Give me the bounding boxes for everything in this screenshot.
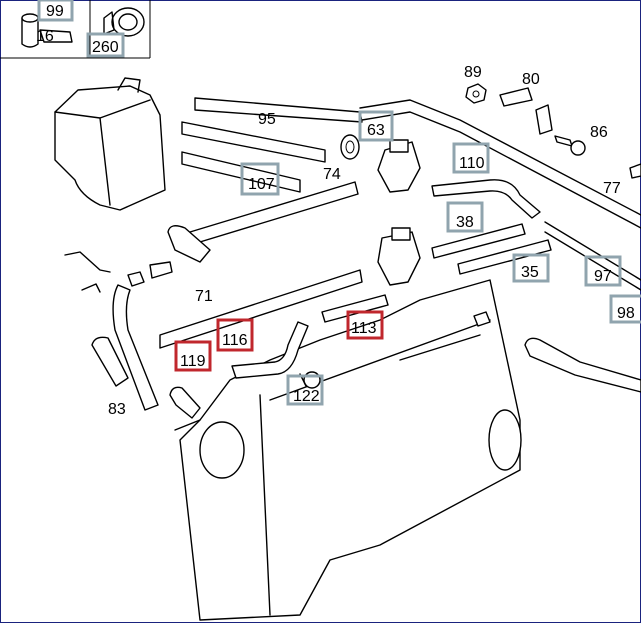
svg-text:98: 98 xyxy=(617,305,635,322)
valve-upper xyxy=(377,139,421,193)
callout-119[interactable]: 119 xyxy=(174,340,212,372)
bracket-80 xyxy=(535,104,553,135)
valve-lower xyxy=(377,227,421,286)
svg-text:113: 113 xyxy=(351,320,377,337)
hose-95 xyxy=(194,97,363,123)
svg-text:116: 116 xyxy=(222,332,248,349)
pipe-77 xyxy=(629,163,641,179)
label-74: 74 xyxy=(323,166,341,183)
nut-89 xyxy=(465,83,487,104)
callout-99[interactable]: 99 xyxy=(37,0,74,22)
callout-63[interactable]: 63 xyxy=(358,110,394,142)
plug-small xyxy=(473,311,491,327)
hose-110 xyxy=(431,179,541,219)
callout-38[interactable]: 38 xyxy=(446,201,484,233)
callout-35[interactable]: 35 xyxy=(512,253,550,283)
pipe-long-right xyxy=(359,99,641,291)
callout-107[interactable]: 107 xyxy=(240,162,280,196)
hose-38-35 xyxy=(431,223,552,275)
hose-113 xyxy=(321,294,389,323)
grommet-63 xyxy=(340,134,360,160)
hose-98 xyxy=(524,337,641,393)
callout-116[interactable]: 116 xyxy=(216,318,254,352)
hose-71 xyxy=(159,269,363,349)
svg-text:38: 38 xyxy=(456,214,474,231)
sleeve-80 xyxy=(499,87,533,107)
svg-text:260: 260 xyxy=(92,39,119,56)
svg-text:107: 107 xyxy=(248,176,275,193)
coolant-reservoir xyxy=(54,77,166,211)
label-89: 89 xyxy=(464,64,482,81)
callouts-gray: 99 260 63 107 110 38 35 97 xyxy=(37,0,641,406)
inset-panel xyxy=(0,0,151,59)
callout-110[interactable]: 110 xyxy=(452,142,490,174)
svg-text:63: 63 xyxy=(367,122,385,139)
hose-116 xyxy=(231,321,309,379)
svg-text:99: 99 xyxy=(46,3,64,20)
clamp-left xyxy=(64,251,145,293)
callout-113[interactable]: 113 xyxy=(346,310,384,340)
label-71: 71 xyxy=(195,288,213,305)
svg-text:122: 122 xyxy=(293,388,320,405)
callout-260[interactable]: 260 xyxy=(86,32,125,58)
bolt-86 xyxy=(554,135,586,156)
svg-text:35: 35 xyxy=(521,264,539,281)
svg-text:110: 110 xyxy=(459,155,485,172)
callouts-red: 116 119 113 xyxy=(174,310,384,372)
label-83: 83 xyxy=(108,401,126,418)
svg-text:119: 119 xyxy=(180,353,206,370)
hose-74 xyxy=(167,181,359,263)
label-77: 77 xyxy=(603,180,621,197)
label-80: 80 xyxy=(522,71,540,88)
callout-122[interactable]: 122 xyxy=(286,374,324,406)
svg-text:97: 97 xyxy=(594,268,612,285)
label-16: 16 xyxy=(36,28,54,45)
callout-97[interactable]: 97 xyxy=(584,255,622,287)
hose-lower-left xyxy=(91,261,173,411)
part-labels: 89 80 95 86 74 77 71 83 16 xyxy=(36,28,621,418)
label-86: 86 xyxy=(590,124,608,141)
label-95: 95 xyxy=(258,111,276,128)
callout-98[interactable]: 98 xyxy=(609,294,641,324)
hose-119 xyxy=(169,386,201,419)
